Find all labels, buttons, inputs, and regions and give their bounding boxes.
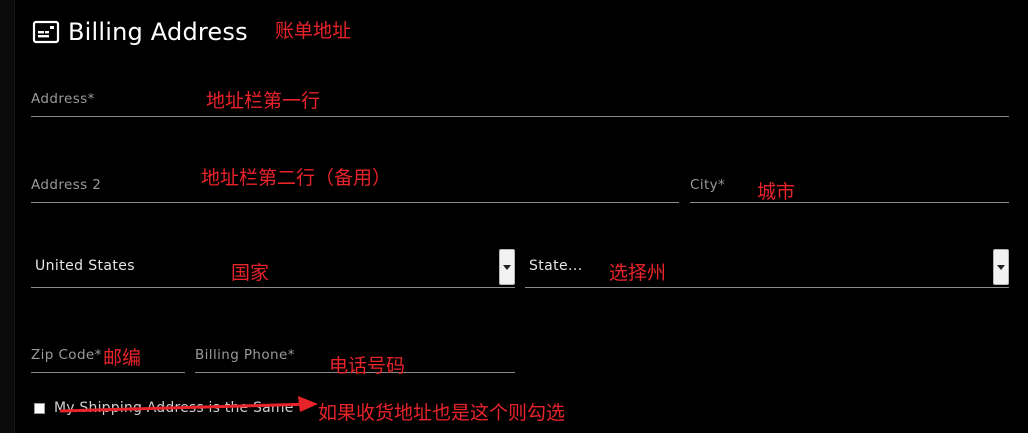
address-field[interactable]: Address*	[31, 78, 1009, 117]
city-field[interactable]: City*	[690, 164, 1009, 203]
annotation-state: 选择州	[609, 262, 667, 284]
country-dropdown-arrow-icon[interactable]	[499, 249, 515, 285]
left-edge-bar	[0, 0, 15, 433]
state-select[interactable]: State...	[525, 248, 1009, 288]
zip-placeholder: Zip Code*	[31, 347, 102, 363]
address-placeholder: Address*	[31, 91, 95, 107]
address2-field[interactable]: Address 2	[31, 164, 679, 203]
annotation-checkbox: 如果收货地址也是这个则勾选	[318, 402, 566, 424]
annotation-city: 城市	[757, 181, 796, 203]
annotation-billing-address: 账单地址	[275, 20, 352, 42]
annotation-address-line1: 地址栏第一行	[206, 90, 321, 112]
address2-placeholder: Address 2	[31, 177, 102, 193]
country-selected-value: United States	[35, 258, 136, 274]
city-placeholder: City*	[690, 177, 726, 193]
state-dropdown-arrow-icon[interactable]	[993, 249, 1009, 285]
annotation-phone: 电话号码	[329, 355, 406, 377]
same-as-shipping-checkbox[interactable]	[34, 402, 45, 414]
annotation-address-line2: 地址栏第二行（备用）	[201, 167, 392, 189]
credit-card-icon	[32, 20, 60, 44]
country-select[interactable]: United States	[31, 248, 515, 288]
page-title: Billing Address	[68, 18, 248, 46]
annotation-country: 国家	[231, 262, 270, 284]
billing-phone-placeholder: Billing Phone*	[195, 347, 295, 363]
state-selected-value: State...	[529, 258, 583, 274]
section-header: Billing Address	[32, 14, 248, 50]
zip-field[interactable]: Zip Code*	[31, 334, 185, 373]
annotation-zip: 邮编	[103, 347, 142, 369]
billing-phone-field[interactable]: Billing Phone*	[195, 334, 515, 373]
